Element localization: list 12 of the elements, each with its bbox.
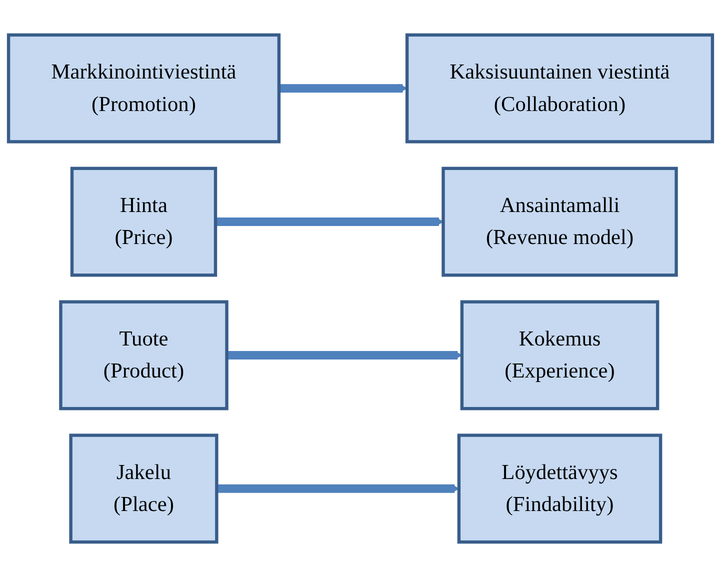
node-box: Kaksisuuntainen viestintä (Collaboration)	[405, 33, 714, 144]
node-box: Tuote (Product)	[59, 300, 228, 410]
node-box: Hinta (Price)	[70, 166, 218, 277]
arrow	[226, 350, 462, 360]
arrow	[216, 484, 460, 494]
node-box: Löydettävyys (Findability)	[457, 434, 662, 544]
node-box: Kokemus (Experience)	[460, 300, 660, 410]
arrow	[216, 217, 444, 226]
node-box: Ansaintamalli (Revenue model)	[442, 166, 678, 277]
node-box: Jakelu (Place)	[69, 434, 218, 544]
node-box: Markkinointiviestintä (Promotion)	[6, 33, 281, 144]
arrow	[278, 84, 408, 94]
